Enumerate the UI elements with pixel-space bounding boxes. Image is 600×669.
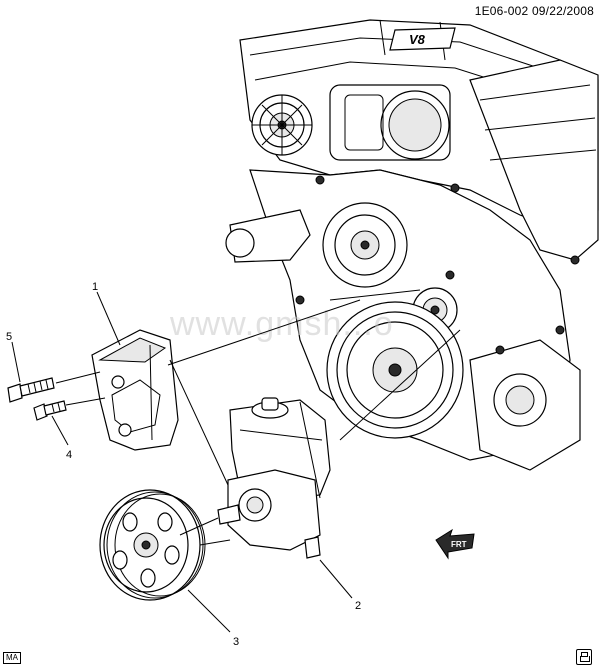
corner-code: MA xyxy=(3,652,21,664)
alignment-lines xyxy=(55,299,361,546)
book-icon xyxy=(576,649,592,665)
power-steering-pump-pulley xyxy=(99,489,206,601)
water-pump-pulley xyxy=(322,202,408,288)
callout-5: 5 xyxy=(6,331,21,383)
callout-5-label: 5 xyxy=(6,331,12,343)
engine-assembly: V8 xyxy=(225,19,599,471)
diagram-date: 09/22/2008 xyxy=(531,4,594,18)
bracket-bolt-short xyxy=(33,400,67,421)
power-steering-pump-bracket xyxy=(91,329,179,451)
direction-badge-label: FRT xyxy=(451,540,467,549)
callout-1-label: 1 xyxy=(92,281,98,293)
diagram-id: 1E06-002 xyxy=(474,4,529,18)
crankshaft-pulley xyxy=(326,301,464,439)
callout-2-label: 2 xyxy=(355,600,361,612)
power-steering-pump xyxy=(217,397,331,559)
front-direction-arrow-icon: FRT xyxy=(435,528,475,560)
callout-3-label: 3 xyxy=(233,636,239,648)
callout-2: 2 xyxy=(319,559,361,612)
diagram-header: 1E06-002 09/22/2008 xyxy=(475,4,594,18)
callout-4: 4 xyxy=(51,415,72,461)
callout-4-label: 4 xyxy=(66,449,72,461)
bracket-bolt-long xyxy=(7,377,55,403)
watermark: www.gmsh...o xyxy=(169,305,394,343)
callout-3: 3 xyxy=(187,589,239,648)
callout-1: 1 xyxy=(92,281,121,346)
engine-badge: V8 xyxy=(389,27,456,51)
engine-badge-label: V8 xyxy=(409,32,426,47)
idler-pulley xyxy=(251,94,313,156)
throttle-body xyxy=(329,84,451,161)
